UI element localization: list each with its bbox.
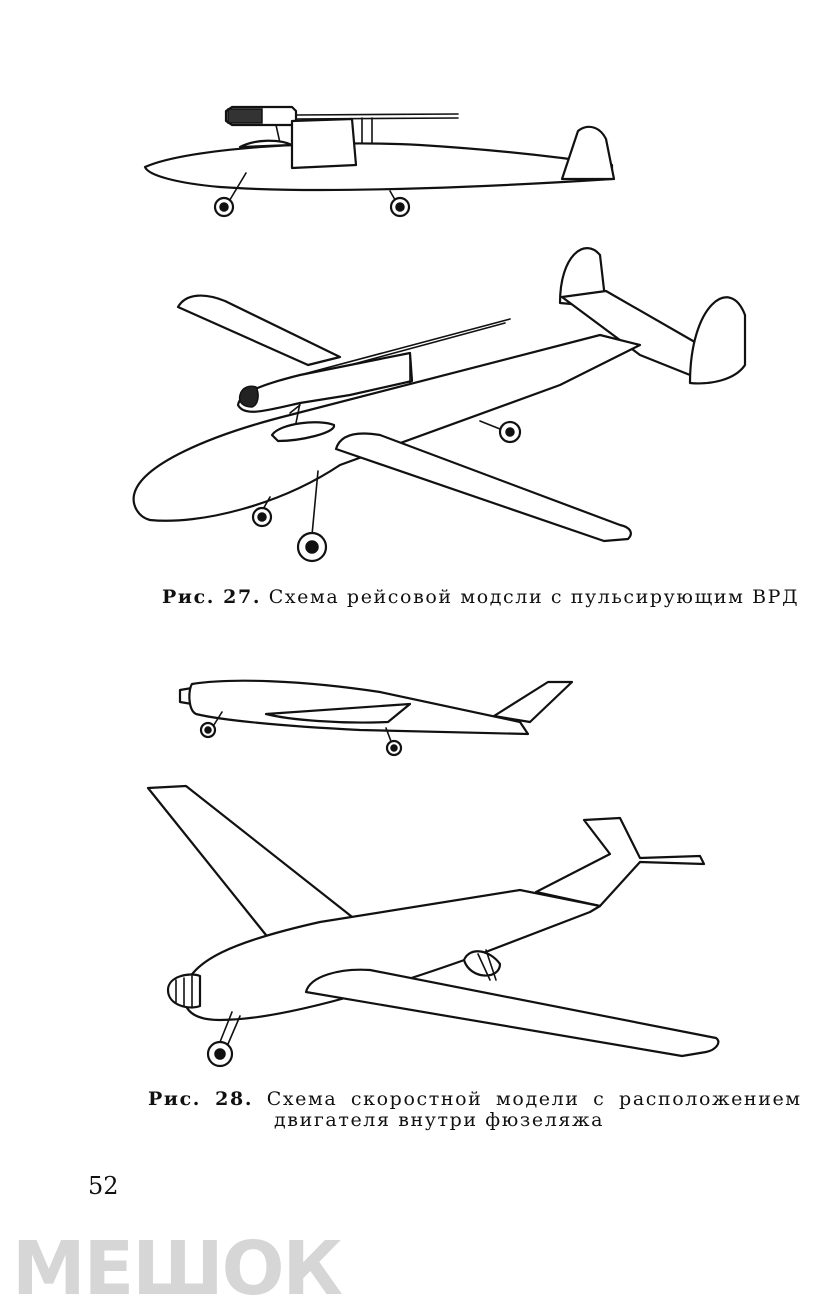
fig28-side-view: [0, 670, 840, 770]
fig28-caption-line1: Рис. 28. Схема скоростной модели с распо…: [148, 1087, 802, 1111]
fig27-caption: Рис. 27. Схема рейсовой модсли с пульсир…: [162, 585, 799, 609]
fig28-caption-text-1: Схема скоростной модели с расположением: [266, 1088, 802, 1110]
watermark-logo: МЕШОК: [12, 1226, 343, 1312]
fig28-caption-line2: двигателя внутри фюзеляжа: [274, 1109, 604, 1131]
fig27-side-view: [0, 95, 840, 235]
page-number: 52: [88, 1172, 119, 1200]
fig27-caption-text: Схема рейсовой модсли с пульсирующим ВРД: [268, 586, 800, 608]
fig28-label: Рис. 28.: [148, 1088, 254, 1110]
fig28-perspective-view: [0, 780, 840, 1080]
fig27-perspective-view: [0, 235, 840, 575]
fig27-label: Рис. 27.: [162, 586, 262, 608]
